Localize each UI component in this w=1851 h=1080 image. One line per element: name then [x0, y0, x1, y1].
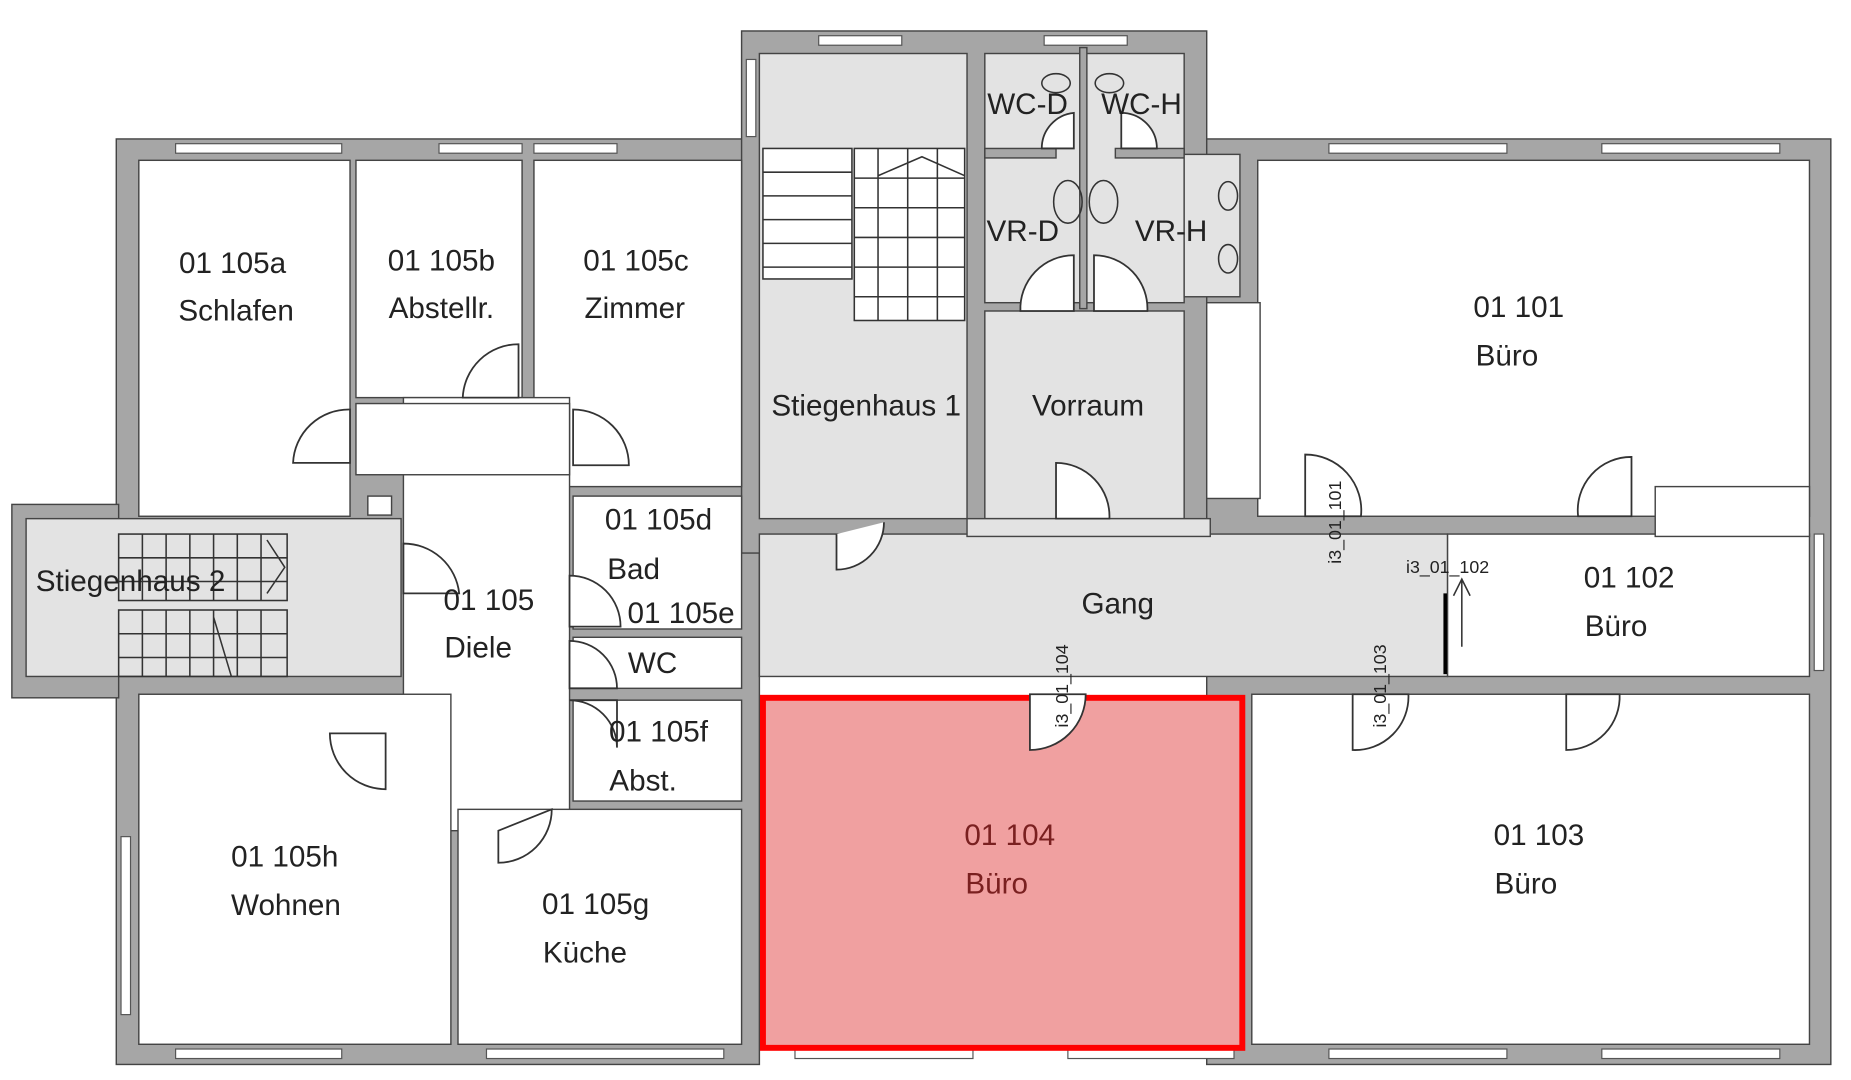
room-01-105h[interactable] [138, 693, 452, 1045]
room-name: WC-D [987, 88, 1068, 121]
door-label: i3_01_103 [1370, 644, 1391, 727]
room-number: 01 105a [179, 247, 287, 280]
sanitary-fixtures [1041, 72, 1239, 274]
room-name: Wohnen [231, 889, 341, 922]
room-name: Küche [543, 936, 627, 969]
room-name: Schlafen [178, 294, 293, 327]
room-name: Zimmer [585, 292, 686, 325]
room-name: Bad [607, 553, 660, 586]
room-number: 01 103 [1494, 819, 1585, 852]
room-number: 01 105f [609, 716, 709, 749]
room-name: VR-H [1135, 215, 1208, 248]
room-number: 01 105h [231, 840, 338, 873]
room-name: VR-D [987, 215, 1060, 248]
room-name: Vorraum [1032, 389, 1144, 422]
room-01-103[interactable] [1251, 693, 1811, 1045]
room-01-102[interactable] [1446, 533, 1811, 678]
room-number: 01 105d [605, 503, 712, 536]
room-number: 01 105c [583, 245, 689, 278]
room-01-105f[interactable] [572, 699, 743, 802]
room-name-selected: Büro [965, 868, 1028, 901]
door-label: i3_01_102 [1406, 557, 1489, 578]
room-name: WC [628, 647, 677, 680]
door-label: i3_01_101 [1325, 481, 1346, 564]
room-name: Büro [1495, 868, 1558, 901]
room-labels: 01 105a Schlafen 01 105b Abstellr. 01 10… [36, 88, 1675, 969]
room-name: Gang [1081, 588, 1154, 621]
room-name: Büro [1476, 340, 1539, 373]
room-number: 01 105b [388, 245, 495, 278]
stairs-2 [117, 533, 288, 678]
room-name: WC-H [1101, 88, 1182, 121]
room-number: 01 105 [443, 584, 534, 617]
room-name: Stiegenhaus 2 [36, 565, 226, 598]
room-name: Büro [1585, 610, 1648, 643]
room-01-101[interactable] [1257, 159, 1811, 517]
room-name: Diele [444, 631, 512, 664]
stairs-1 [762, 147, 966, 322]
room-01-104-selected[interactable] [759, 694, 1246, 1051]
room-number: 01 101 [1473, 291, 1564, 324]
room-name: Stiegenhaus 1 [771, 389, 961, 422]
windows [120, 35, 1825, 1060]
room-gang[interactable] [758, 533, 1449, 678]
door-labels: i3_01_101 i3_01_102 i3_01_103 i3_01_104 [1052, 481, 1489, 728]
door-swings [292, 111, 1633, 864]
room-name: Abstellr. [389, 292, 494, 325]
room-number: 01 102 [1584, 561, 1675, 594]
room-number: 01 105e [627, 597, 734, 630]
room-number: 01 105g [542, 888, 649, 921]
door-label: i3_01_104 [1052, 644, 1073, 727]
room-number-selected: 01 104 [964, 819, 1055, 852]
room-name: Abst. [609, 764, 677, 797]
